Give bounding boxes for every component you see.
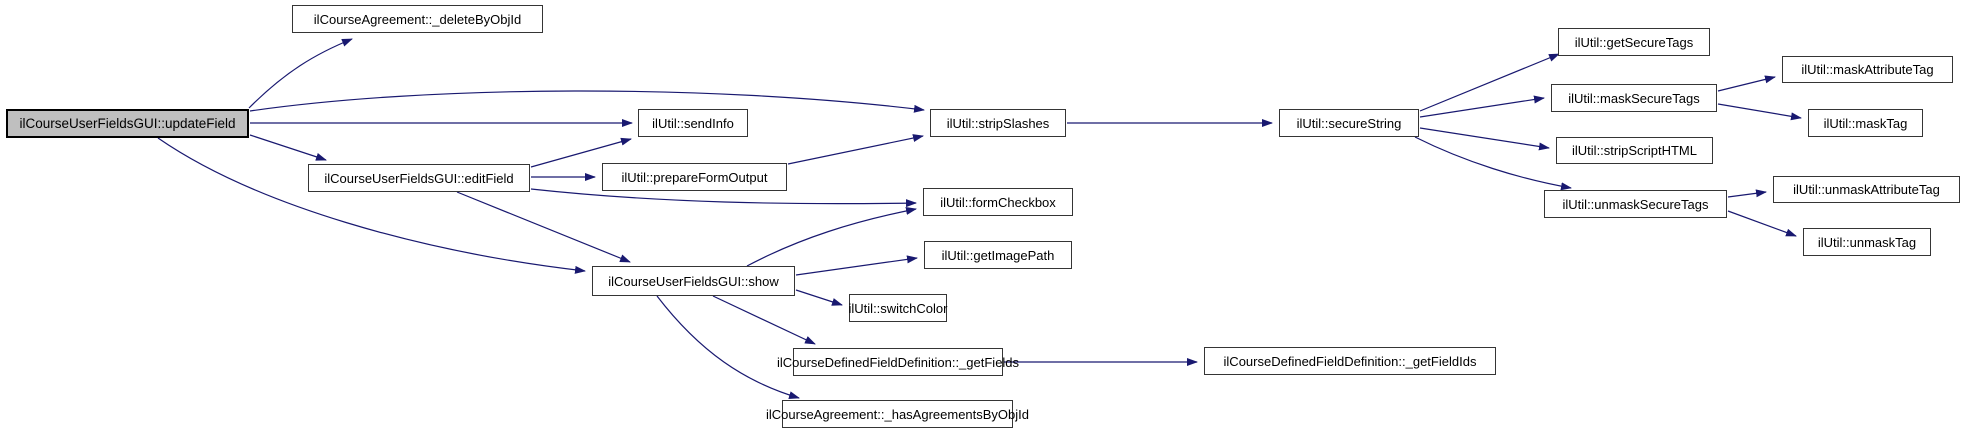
node-stripSlashes[interactable]: ilUtil::stripSlashes xyxy=(930,109,1066,137)
node-unmaskSecureTags[interactable]: ilUtil::unmaskSecureTags xyxy=(1544,190,1727,218)
node-updateField[interactable]: ilCourseUserFieldsGUI::updateField xyxy=(6,109,249,138)
node-getSecureTags[interactable]: ilUtil::getSecureTags xyxy=(1558,28,1710,56)
node-stripScriptHTML[interactable]: ilUtil::stripScriptHTML xyxy=(1556,137,1713,164)
edge-editField-to-show xyxy=(456,191,631,263)
edge-prepareFormOutput-to-stripSlashes xyxy=(787,134,924,165)
node-maskTag[interactable]: ilUtil::maskTag xyxy=(1808,109,1923,137)
edge-show-to-formCheckbox xyxy=(746,207,917,267)
edge-editField-to-formCheckbox xyxy=(530,188,917,208)
edge-secureString-to-unmaskSecureTags xyxy=(1414,136,1572,191)
node-show[interactable]: ilCourseUserFieldsGUI::show xyxy=(592,266,795,296)
edge-unmaskSecureTags-to-unmaskTag xyxy=(1727,210,1797,237)
edge-editField-to-sendInfo xyxy=(530,137,632,168)
edge-updateField-to-stripSlashes xyxy=(249,90,925,113)
node-switchColor[interactable]: ilUtil::switchColor xyxy=(849,294,947,322)
node-prepareFormOutput[interactable]: ilUtil::prepareFormOutput xyxy=(602,163,787,191)
node-maskSecureTags[interactable]: ilUtil::maskSecureTags xyxy=(1551,84,1717,112)
edge-unmaskSecureTags-to-unmaskAttributeTag xyxy=(1727,189,1767,198)
edge-secureString-to-getSecureTags xyxy=(1419,53,1560,112)
edge-show-to-getImagePath xyxy=(795,255,918,276)
edge-show-to-getFields xyxy=(712,295,816,345)
node-secureString[interactable]: ilUtil::secureString xyxy=(1279,109,1419,137)
node-unmaskAttributeTag[interactable]: ilUtil::unmaskAttributeTag xyxy=(1773,176,1960,203)
node-formCheckbox[interactable]: ilUtil::formCheckbox xyxy=(923,188,1073,216)
edge-show-to-hasAgreements xyxy=(656,295,800,399)
node-getFields[interactable]: ilCourseDefinedFieldDefinition::_getFiel… xyxy=(777,348,1019,376)
node-getFieldIds[interactable]: ilCourseDefinedFieldDefinition::_getFiel… xyxy=(1204,347,1496,375)
node-hasAgreements[interactable]: ilCourseAgreement::_hasAgreementsByObjId xyxy=(766,400,1029,428)
node-getImagePath[interactable]: ilUtil::getImagePath xyxy=(924,241,1072,269)
node-editField[interactable]: ilCourseUserFieldsGUI::editField xyxy=(308,164,530,192)
edge-updateField-to-deleteByObjId xyxy=(248,38,353,109)
edge-updateField-to-editField xyxy=(249,134,327,161)
edge-show-to-switchColor xyxy=(795,289,843,306)
node-deleteByObjId[interactable]: ilCourseAgreement::_deleteByObjId xyxy=(292,5,543,33)
edge-updateField-to-show xyxy=(157,137,586,274)
node-maskAttributeTag[interactable]: ilUtil::maskAttributeTag xyxy=(1782,56,1953,83)
node-unmaskTag[interactable]: ilUtil::unmaskTag xyxy=(1803,228,1931,256)
edge-secureString-to-maskSecureTags xyxy=(1419,95,1545,118)
node-sendInfo[interactable]: ilUtil::sendInfo xyxy=(638,109,748,137)
edge-maskSecureTags-to-maskAttributeTag xyxy=(1717,75,1776,92)
edge-secureString-to-stripScriptHTML xyxy=(1419,127,1550,151)
edge-maskSecureTags-to-maskTag xyxy=(1717,103,1802,121)
